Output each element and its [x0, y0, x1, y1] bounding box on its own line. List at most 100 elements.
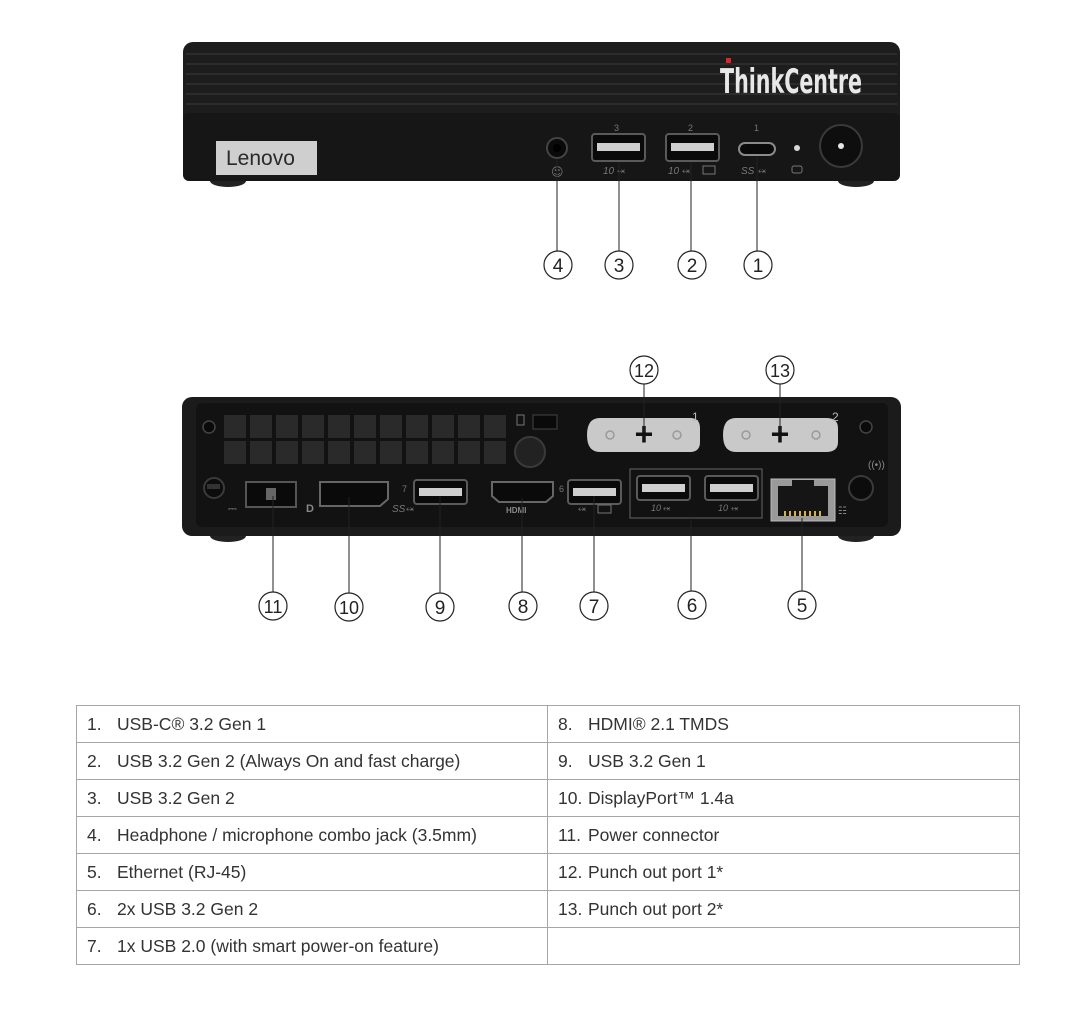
usb-icon: ⬾: [406, 504, 414, 515]
item-number: 6.: [87, 898, 102, 919]
table-cell: 4.Headphone / microphone combo jack (3.5…: [76, 816, 548, 854]
rear-port-number-6: 6: [559, 484, 564, 494]
callout-11: 11: [258, 591, 288, 621]
item-text: USB 3.2 Gen 2 (Always On and fast charge…: [117, 750, 461, 771]
front-port-mark-2: 10: [668, 166, 680, 177]
punch-out-1-screw-left: [605, 430, 615, 440]
svg-text:10: 10: [339, 598, 359, 618]
front-usb-c-port: [738, 142, 776, 156]
rear-usb-port-6a-tongue: [642, 484, 685, 492]
punch-out-2-screw-left: [741, 430, 751, 440]
svg-text:9: 9: [435, 598, 446, 619]
hdmi-label: HDMI: [506, 506, 526, 515]
lenovo-badge-text: Lenovo: [226, 147, 295, 170]
wifi-antenna-icon: ((•)): [868, 460, 885, 471]
usb-icon: ⬾: [578, 504, 586, 515]
table-row: 2. USB 3.2 Gen 2 (Always On and fast char…: [76, 742, 1020, 780]
callout-5: 5: [787, 590, 817, 620]
front-port-number-2: 2: [688, 123, 693, 133]
drive-icon: [791, 165, 803, 174]
table-cell: 3. USB 3.2 Gen 2: [76, 779, 548, 817]
front-view-illustration: ThinkCentre Lenovo ☺ 3 10 ⬾ 2 10 ⬾ 1 SS …: [183, 42, 900, 280]
svg-text:13: 13: [770, 361, 790, 381]
svg-text:1: 1: [753, 256, 764, 277]
item-number: 12.: [558, 861, 583, 882]
item-number: 9.: [558, 750, 573, 771]
callout-10: 10: [334, 592, 364, 622]
lenovo-badge: [216, 141, 317, 175]
table-row: 7.1x USB 2.0 (with smart power-on featur…: [76, 927, 1020, 965]
displayport-icon: D: [306, 503, 314, 515]
front-port-mark-3: 10: [603, 166, 615, 177]
item-text: USB-C® 3.2 Gen 1: [117, 713, 267, 734]
item-text: Power connector: [588, 824, 720, 845]
usb-icon: ⬾: [758, 166, 766, 177]
svg-text:3: 3: [614, 256, 625, 277]
callout-1: 1: [743, 250, 773, 280]
rear-usb-port-9-tongue: [419, 488, 462, 496]
ports-table: 1. USB-C® 3.2 Gen 1 8.HDMI® 2.1 TMDS 2. US…: [76, 705, 1020, 965]
callout-8: 8: [508, 591, 538, 621]
punch-out-port-2: [723, 418, 838, 452]
front-usb-port-3-tongue: [597, 143, 640, 151]
svg-text:5: 5: [797, 596, 808, 617]
item-number: 10.: [558, 787, 583, 808]
front-callout-lines: [556, 158, 758, 251]
item-text: USB 3.2 Gen 1: [588, 750, 706, 771]
ethernet-port-latch: [792, 480, 814, 488]
usb-icon: ⬾: [682, 166, 690, 177]
table-row: 6. 2x USB 3.2 Gen 2 13.Punch out port 2*: [76, 890, 1020, 928]
table-cell: 11. Power connector: [547, 816, 1020, 854]
rear-port-mark-ss: SS: [392, 504, 406, 515]
table-cell: 2. USB 3.2 Gen 2 (Always On and fast char…: [76, 742, 548, 780]
front-vent-grooves: [186, 53, 897, 105]
table-row: 3. USB 3.2 Gen 2 10.DisplayPort™ 1.4a: [76, 779, 1020, 817]
rear-callout-lines: [272, 384, 803, 593]
table-cell: 8.HDMI® 2.1 TMDS: [547, 705, 1020, 743]
usb-icon: ⬾: [617, 166, 625, 177]
usb-icon: ⬾: [731, 503, 738, 513]
svg-text:12: 12: [634, 361, 654, 381]
table-row: 1. USB-C® 3.2 Gen 1 8.HDMI® 2.1 TMDS: [76, 705, 1020, 743]
callout-3: 3: [604, 250, 634, 280]
rear-vent-grid: [224, 415, 506, 464]
item-number: 11.: [558, 824, 582, 845]
table-cell: 10.DisplayPort™ 1.4a: [547, 779, 1020, 817]
rear-antenna-plug: [848, 475, 874, 501]
item-text: USB 3.2 Gen 2: [117, 787, 235, 808]
item-text: 2x USB 3.2 Gen 2: [117, 898, 259, 919]
item-number: 1.: [87, 713, 102, 734]
table-cell: 1. USB-C® 3.2 Gen 1: [76, 705, 548, 743]
punch-out-2-screw-right: [811, 430, 821, 440]
rear-port-mark-10a: 10: [651, 503, 661, 513]
table-cell: [547, 927, 1020, 965]
svg-text:11: 11: [264, 597, 283, 617]
front-port-mark-1: SS: [741, 166, 755, 177]
item-text: DisplayPort™ 1.4a: [588, 787, 734, 808]
front-port-number-1: 1: [754, 123, 759, 133]
charge-icon: [702, 165, 716, 175]
callout-9: 9: [425, 592, 455, 622]
front-usb-port-2-tongue: [671, 143, 714, 151]
rear-thumbscrew: [514, 436, 546, 468]
displayport-connector: [319, 481, 389, 507]
keyboard-icon: [597, 504, 612, 514]
table-cell: 6. 2x USB 3.2 Gen 2: [76, 890, 548, 928]
item-text: Headphone / microphone combo jack (3.5mm…: [117, 824, 477, 845]
item-number: 2.: [87, 750, 102, 771]
rear-usb-port-7-tongue: [573, 488, 616, 496]
table-cell: 13.Punch out port 2*: [547, 890, 1020, 928]
activity-led: [794, 145, 800, 151]
usb-pair-outline: [629, 468, 763, 519]
callout-7: 7: [579, 591, 609, 621]
callout-6: 6: [677, 590, 707, 620]
item-number: 3.: [87, 787, 102, 808]
power-connector-pin: [266, 488, 276, 500]
callout-12: 12: [629, 355, 659, 385]
front-lower-panel: [183, 113, 900, 181]
table-cell: 9. USB 3.2 Gen 1: [547, 742, 1020, 780]
item-number: 8.: [558, 713, 573, 734]
rear-screw-left: [202, 420, 216, 434]
rear-port-mark-10b: 10: [718, 503, 728, 513]
table-cell: 12.Punch out port 1*: [547, 853, 1020, 891]
